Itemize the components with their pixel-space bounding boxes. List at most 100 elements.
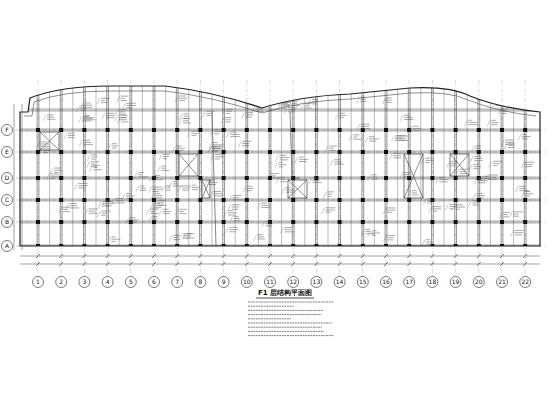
rebar-mark [349, 135, 362, 141]
rebar-mark [151, 193, 162, 199]
core-opening [202, 180, 210, 198]
stair-cores [40, 112, 469, 246]
rebar-mark [187, 131, 198, 137]
column [500, 198, 504, 202]
column [500, 150, 504, 154]
rebar-mark [257, 203, 271, 209]
axis-number: 15 [359, 279, 367, 285]
note-line [248, 310, 324, 311]
axis-bubble [2, 195, 13, 206]
column [407, 220, 411, 224]
axis-number: 18 [429, 279, 437, 285]
secondary-beam [119, 80, 120, 246]
axis-number: 3 [82, 279, 86, 285]
rebar-mark [203, 111, 215, 117]
column [82, 128, 86, 132]
core-opening [179, 154, 198, 176]
rebar-mark [456, 169, 469, 175]
rebar-mark [500, 212, 510, 218]
column [198, 128, 202, 132]
column [36, 176, 40, 180]
column [384, 220, 388, 224]
dimension-tick [384, 254, 388, 258]
column [523, 198, 527, 202]
column [129, 198, 133, 202]
rebar-mark [188, 185, 200, 191]
column [500, 220, 504, 224]
rebar-mark [472, 193, 484, 199]
rebar-mark [175, 96, 187, 102]
rebar-mark [210, 129, 223, 135]
axis-bubble [102, 277, 113, 288]
rebar-mark [178, 186, 189, 192]
axis-number: 7 [175, 279, 179, 285]
column [338, 198, 342, 202]
column [222, 176, 226, 180]
axis-number: A [5, 243, 9, 249]
wall-line [212, 112, 300, 246]
axis-number: 21 [498, 279, 506, 285]
axis-bubble [2, 147, 13, 158]
column [82, 150, 86, 154]
column [152, 176, 156, 180]
dimension-tick [129, 262, 133, 266]
rebar-mark [367, 175, 377, 181]
rebar-mark [238, 141, 251, 147]
rebar-mark [59, 207, 70, 213]
rebar-mark [280, 227, 294, 233]
edge-beam [24, 91, 536, 116]
dimension-tick [245, 254, 249, 258]
rebar-mark [87, 162, 100, 168]
rebar-mark [210, 191, 223, 197]
dimension-tick [106, 254, 110, 258]
dimension-tick [430, 254, 434, 258]
secondary-beam [165, 80, 166, 246]
dimension-line [22, 104, 23, 250]
rebar-mark [452, 205, 465, 211]
column [59, 220, 63, 224]
axis-number: 11 [266, 279, 274, 285]
rebar-mark [158, 166, 170, 172]
beam-line [20, 151, 540, 152]
axis-number: 13 [313, 279, 321, 285]
rebar-mark [112, 199, 125, 205]
column [384, 128, 388, 132]
rebar-mark [85, 209, 99, 215]
column [268, 150, 272, 154]
dimension-line [20, 256, 540, 257]
secondary-beam [304, 80, 305, 246]
column [430, 220, 434, 224]
rebar-mark [175, 209, 187, 215]
column [129, 128, 133, 132]
secondary-beam [96, 80, 97, 246]
core-opening [288, 180, 307, 198]
dimension-tick [245, 262, 249, 266]
rebar-mark [389, 154, 402, 160]
column [175, 198, 179, 202]
rebar-mark [525, 98, 536, 104]
rebar-mark [309, 178, 322, 184]
secondary-beam [513, 80, 514, 246]
column [407, 176, 411, 180]
rebar-mark [82, 115, 95, 121]
column [523, 220, 527, 224]
column [477, 220, 481, 224]
column [407, 150, 411, 154]
column [106, 220, 110, 224]
dimension-tick [36, 254, 40, 258]
dimension-tick [59, 262, 63, 266]
column [384, 150, 388, 154]
axis-grid [16, 80, 546, 276]
rebar-mark [149, 216, 158, 222]
rebar-mark [509, 212, 523, 218]
dimension-tick [106, 262, 110, 266]
rebar-mark [173, 146, 185, 152]
rebar-mark [276, 155, 290, 161]
column [338, 176, 342, 180]
rebar-mark [383, 208, 395, 214]
rebar-mark [224, 211, 237, 217]
column [430, 150, 434, 154]
beam-line [20, 221, 540, 222]
secondary-beam [72, 80, 73, 246]
axis-bubble [218, 277, 229, 288]
